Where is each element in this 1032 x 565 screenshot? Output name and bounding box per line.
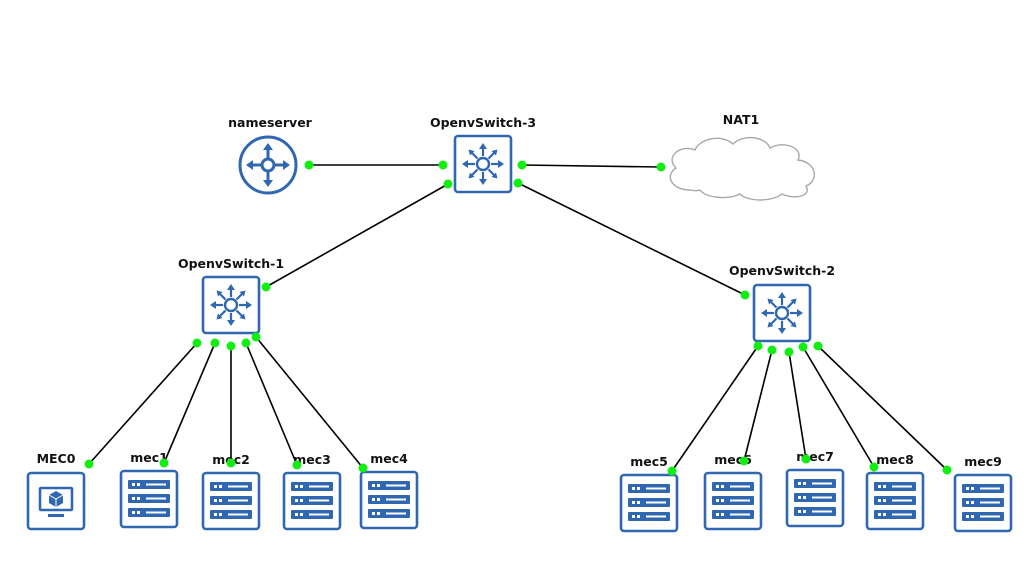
node-mec6[interactable]: mec6 bbox=[703, 452, 763, 531]
server-icon bbox=[874, 482, 916, 519]
node-mec1[interactable]: mec1 bbox=[119, 450, 179, 529]
port-dot[interactable] bbox=[753, 341, 763, 351]
server-icon bbox=[128, 480, 170, 517]
links bbox=[88, 164, 948, 472]
port-dot[interactable] bbox=[261, 282, 271, 292]
node-label: nameserver bbox=[228, 115, 313, 130]
port-dot[interactable] bbox=[226, 458, 236, 468]
server-icon bbox=[368, 481, 410, 518]
port-dot[interactable] bbox=[869, 462, 879, 472]
link-ovs2-mec8 bbox=[802, 346, 875, 468]
node-label: mec5 bbox=[630, 454, 668, 469]
port-dot[interactable] bbox=[304, 160, 314, 170]
server-icon bbox=[712, 482, 754, 519]
port-dot[interactable] bbox=[667, 466, 677, 476]
node-mec7[interactable]: mec7 bbox=[785, 449, 845, 528]
port-dot[interactable] bbox=[513, 178, 523, 188]
node-mec0[interactable]: MEC0 bbox=[26, 451, 86, 531]
node-label: mec3 bbox=[293, 452, 331, 467]
port-dot[interactable] bbox=[192, 338, 202, 348]
port-dot[interactable] bbox=[656, 162, 666, 172]
link-ovs1-mec0 bbox=[88, 342, 198, 465]
link-ovs2-mec9 bbox=[817, 345, 948, 471]
server-icon bbox=[794, 479, 836, 516]
link-ovs1-mec1 bbox=[163, 342, 216, 464]
link-ovs2-mec5 bbox=[671, 345, 759, 472]
server-icon bbox=[210, 482, 252, 519]
port-dot[interactable] bbox=[798, 342, 808, 352]
port-dot[interactable] bbox=[784, 347, 794, 357]
port-dot[interactable] bbox=[801, 454, 811, 464]
node-label: mec7 bbox=[796, 449, 834, 464]
server-icon bbox=[962, 484, 1004, 521]
server-icon bbox=[628, 484, 670, 521]
port-dot[interactable] bbox=[210, 338, 220, 348]
port-dot[interactable] bbox=[740, 290, 750, 300]
port-dot[interactable] bbox=[438, 160, 448, 170]
node-label: MEC0 bbox=[37, 451, 76, 466]
port-dot[interactable] bbox=[241, 338, 251, 348]
node-label: NAT1 bbox=[723, 112, 759, 127]
node-nat1[interactable]: NAT1 bbox=[669, 112, 816, 201]
port-dot[interactable] bbox=[292, 460, 302, 470]
ports bbox=[84, 160, 952, 476]
node-mec5[interactable]: mec5 bbox=[619, 454, 679, 533]
port-dot[interactable] bbox=[84, 459, 94, 469]
link-ovs1-mec4 bbox=[255, 336, 364, 469]
port-dot[interactable] bbox=[942, 465, 952, 475]
link-ovs2-mec7 bbox=[788, 351, 807, 460]
port-dot[interactable] bbox=[159, 458, 169, 468]
node-label: mec8 bbox=[876, 452, 914, 467]
node-label: mec1 bbox=[130, 450, 168, 465]
link-ovs1-mec3 bbox=[245, 342, 298, 466]
link-ovs3-nat1 bbox=[521, 164, 662, 168]
port-dot[interactable] bbox=[226, 341, 236, 351]
node-label: mec9 bbox=[964, 454, 1002, 469]
node-label: OpenvSwitch-1 bbox=[178, 256, 284, 271]
port-dot[interactable] bbox=[767, 345, 777, 355]
node-nameserver[interactable]: nameserver bbox=[228, 115, 313, 195]
port-dot[interactable] bbox=[739, 456, 749, 466]
monitor-icon bbox=[38, 486, 74, 517]
cloud-icon bbox=[669, 137, 816, 201]
node-label: mec4 bbox=[370, 451, 408, 466]
link-ovs2-mec6 bbox=[743, 349, 773, 462]
link-ovs3-ovs1 bbox=[265, 183, 449, 288]
link-ovs3-ovs2 bbox=[517, 182, 746, 296]
port-dot[interactable] bbox=[517, 160, 527, 170]
node-mec4[interactable]: mec4 bbox=[359, 451, 419, 530]
node-mec9[interactable]: mec9 bbox=[953, 454, 1013, 533]
node-mec2[interactable]: mec2 bbox=[201, 452, 261, 531]
router-icon bbox=[238, 135, 298, 195]
node-ovs3[interactable]: OpenvSwitch-3 bbox=[430, 115, 536, 194]
node-label: OpenvSwitch-3 bbox=[430, 115, 536, 130]
node-mec3[interactable]: mec3 bbox=[282, 452, 342, 531]
node-label: OpenvSwitch-2 bbox=[729, 263, 835, 278]
port-dot[interactable] bbox=[358, 463, 368, 473]
port-dot[interactable] bbox=[813, 341, 823, 351]
server-icon bbox=[291, 482, 333, 519]
port-dot[interactable] bbox=[251, 332, 261, 342]
node-ovs2[interactable]: OpenvSwitch-2 bbox=[729, 263, 835, 343]
node-mec8[interactable]: mec8 bbox=[865, 452, 925, 531]
node-ovs1[interactable]: OpenvSwitch-1 bbox=[178, 256, 284, 335]
port-dot[interactable] bbox=[443, 179, 453, 189]
